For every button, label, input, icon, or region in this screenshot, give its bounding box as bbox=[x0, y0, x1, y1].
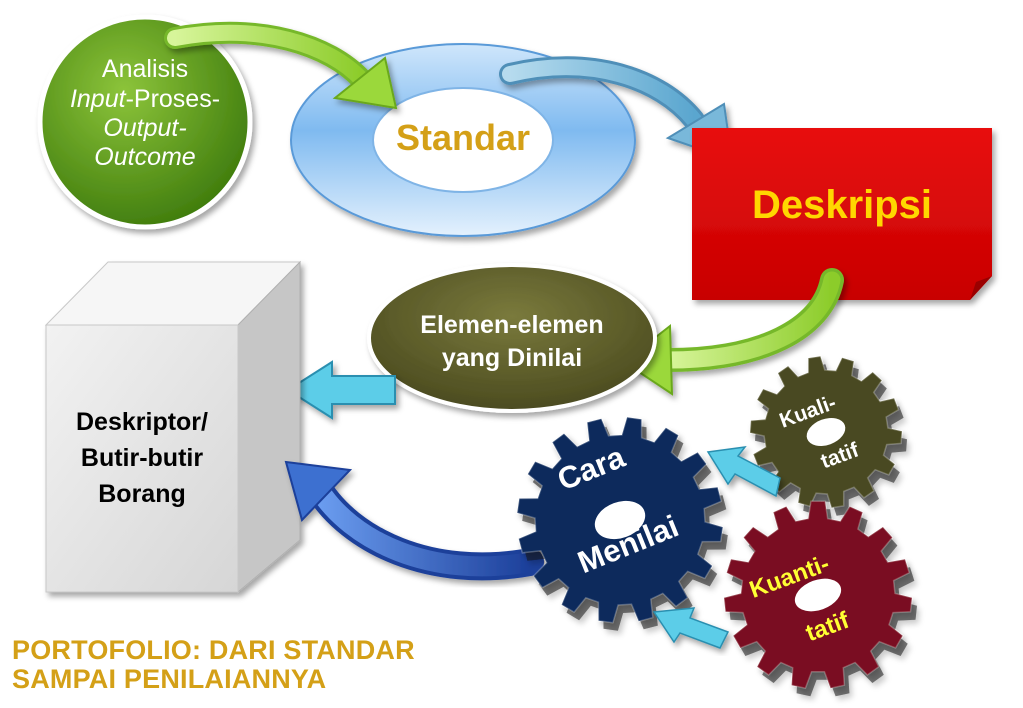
descriptor-label-line2: Butir-butir bbox=[81, 444, 203, 472]
arrow-method-to-descriptor bbox=[284, 460, 544, 581]
footer-line1: PORTOFOLIO: DARI STANDAR bbox=[12, 635, 415, 665]
description-label: Deskripsi bbox=[752, 183, 932, 227]
arrow-qualitative-to-method bbox=[706, 446, 781, 498]
elements-label-line1: Elemen-elemen bbox=[420, 311, 603, 339]
slide-footer: PORTOFOLIO: DARI STANDAR SAMPAI PENILAIA… bbox=[12, 636, 415, 694]
elements-label-line2: yang Dinilai bbox=[442, 344, 582, 372]
quantitative-gear bbox=[723, 500, 917, 697]
analysis-process-word: -Proses- bbox=[126, 85, 220, 113]
analysis-label-line4: Outcome bbox=[94, 143, 195, 171]
analysis-label-line1: Analisis bbox=[102, 55, 188, 83]
analysis-input-word: Input bbox=[70, 85, 127, 113]
gear-method-hole bbox=[594, 500, 646, 540]
elements-ellipse bbox=[367, 263, 657, 413]
gear-quant-hole bbox=[794, 578, 842, 612]
analysis-label-line2: Input-Proses- bbox=[70, 85, 220, 113]
standard-label: Standar bbox=[396, 117, 530, 158]
qualitative-gear bbox=[749, 355, 907, 516]
descriptor-label-line1: Deskriptor/ bbox=[76, 408, 208, 436]
arrow-analysis-to-standard bbox=[164, 21, 398, 110]
descriptor-cube bbox=[44, 260, 302, 594]
arrow-elements-to-descriptor bbox=[286, 360, 396, 420]
footer-line2: SAMPAI PENILAIANNYA bbox=[12, 664, 327, 694]
descriptor-label-line3: Borang bbox=[98, 480, 186, 508]
gear-qual-hole bbox=[806, 417, 846, 447]
method-gear bbox=[516, 416, 728, 631]
analysis-circle bbox=[37, 14, 253, 230]
description-box bbox=[692, 128, 992, 300]
arrow-quantitative-to-method bbox=[652, 607, 730, 649]
analysis-label-line3: Output- bbox=[103, 114, 186, 142]
